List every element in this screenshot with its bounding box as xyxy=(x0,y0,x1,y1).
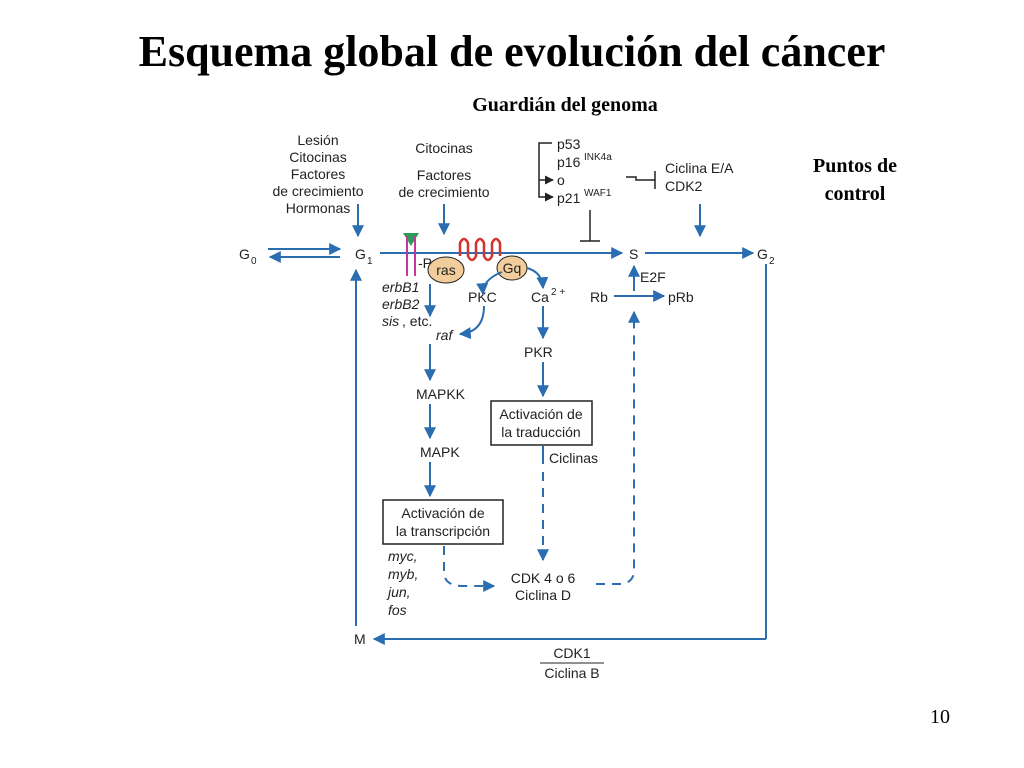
phase-s: S xyxy=(629,246,638,262)
checkpoints-label: Puntos de control xyxy=(790,152,920,208)
translation-box xyxy=(490,400,593,446)
input-cytokines: Citocinas xyxy=(289,149,347,165)
gpcr-coil xyxy=(458,237,502,262)
input-mid-factors: Factores xyxy=(417,167,471,183)
p21-label: p21 xyxy=(557,190,581,206)
checkpoints-label-line2: control xyxy=(824,183,886,205)
oncogenes-list: erbB1 erbB2 sis , etc. xyxy=(382,279,432,329)
ras-label: ras xyxy=(436,262,455,278)
phase-g1-sub: 1 xyxy=(367,256,373,267)
oncogene-etc: , etc. xyxy=(402,313,432,329)
cdk1-label: CDK1 xyxy=(553,645,591,661)
calcium-letters: Ca xyxy=(531,289,549,305)
phase-g0-sub: 0 xyxy=(251,256,257,267)
arrow-gq-to-pkc xyxy=(476,271,503,296)
arrow-gq-to-ca xyxy=(526,267,549,290)
phase-m: M xyxy=(354,631,366,647)
cdk2-label: CDK2 xyxy=(665,178,703,194)
p53-induction-bracket xyxy=(538,142,554,202)
cyclins-label: Ciclinas xyxy=(549,450,598,466)
translation-box-line2: la traducción xyxy=(501,424,580,440)
cdk46-label: CDK 4 o 6 xyxy=(511,570,576,586)
checkpoints-label-line1: Puntos de xyxy=(813,155,897,177)
inputs-left-block: Lesión Citocinas Factores de crecimiento… xyxy=(272,132,363,216)
translation-box-line1: Activación de xyxy=(499,406,582,422)
prb-label: pRb xyxy=(668,289,694,305)
ras-node xyxy=(427,256,465,284)
inputs-middle-block: Citocinas Factores de crecimiento xyxy=(398,140,489,200)
transcription-box-line1: Activación de xyxy=(401,505,484,521)
receptor xyxy=(403,233,419,276)
p21-superscript: WAF1 xyxy=(584,188,612,199)
gene-jun: jun, xyxy=(386,584,411,600)
input-hormones: Hormonas xyxy=(286,200,351,216)
phase-g0: G 0 xyxy=(239,246,257,267)
gq-label: Gq xyxy=(503,260,522,276)
calcium-label: Ca 2 + xyxy=(531,287,565,305)
oncogene-sis: sis xyxy=(382,313,399,329)
input-mid-growth: de crecimiento xyxy=(398,184,489,200)
p16-superscript: INK4a xyxy=(584,152,612,163)
input-growth: de crecimiento xyxy=(272,183,363,199)
pkc-label: PKC xyxy=(468,289,497,305)
calcium-charge: 2 + xyxy=(551,287,565,298)
pkr-label: PKR xyxy=(524,344,553,360)
input-mid-cytokines: Citocinas xyxy=(415,140,473,156)
inhibit-cyclin-ea xyxy=(626,176,655,181)
phase-g2-sub: 2 xyxy=(769,256,775,267)
arrow-pkc-to-raf xyxy=(458,305,485,340)
phase-g0-letter: G xyxy=(239,246,250,262)
phase-g1: G 1 xyxy=(355,246,373,267)
input-lesion: Lesión xyxy=(297,132,338,148)
phase-g1-letter: G xyxy=(355,246,366,262)
phase-g2: G 2 xyxy=(757,246,775,267)
receptor-ligand xyxy=(403,233,419,246)
e2f-label: E2F xyxy=(640,269,666,285)
cyclin-d-label: Ciclina D xyxy=(515,587,571,603)
genome-guardian-label: Guardián del genoma xyxy=(472,94,658,116)
transcription-box-line2: la transcripción xyxy=(396,523,490,539)
o-label: o xyxy=(557,172,565,188)
target-genes-list: myc, myb, jun, fos xyxy=(386,548,418,618)
raf-label: raf xyxy=(436,327,454,343)
slide-title: Esquema global de evolución del cáncer xyxy=(138,27,886,76)
oncogene-erbb2: erbB2 xyxy=(382,296,420,312)
p16-label: p16 xyxy=(557,154,581,170)
transcription-box xyxy=(382,499,504,545)
mapk-label: MAPK xyxy=(420,444,460,460)
arrow-cdk46-to-prb xyxy=(596,310,640,585)
page-number: 10 xyxy=(930,706,950,728)
inhibitors-block: p53 p16 INK4a o p21 WAF1 xyxy=(538,136,656,242)
phase-g2-letter: G xyxy=(757,246,768,262)
gene-fos: fos xyxy=(388,602,407,618)
p53-label: p53 xyxy=(557,136,581,152)
cyclin-ea-label: Ciclina E/A xyxy=(665,160,734,176)
input-factors: Factores xyxy=(291,166,345,182)
cyclin-ea-block: Ciclina E/A CDK2 xyxy=(665,160,734,194)
mapkk-label: MAPKK xyxy=(416,386,466,402)
cyclin-b-label: Ciclina B xyxy=(544,665,599,681)
arrow-transcription-to-cdk46 xyxy=(443,546,496,592)
rb-label: Rb xyxy=(590,289,608,305)
oncogene-erbb1: erbB1 xyxy=(382,279,419,295)
gene-myb: myb, xyxy=(388,566,418,582)
gene-myc: myc, xyxy=(388,548,418,564)
